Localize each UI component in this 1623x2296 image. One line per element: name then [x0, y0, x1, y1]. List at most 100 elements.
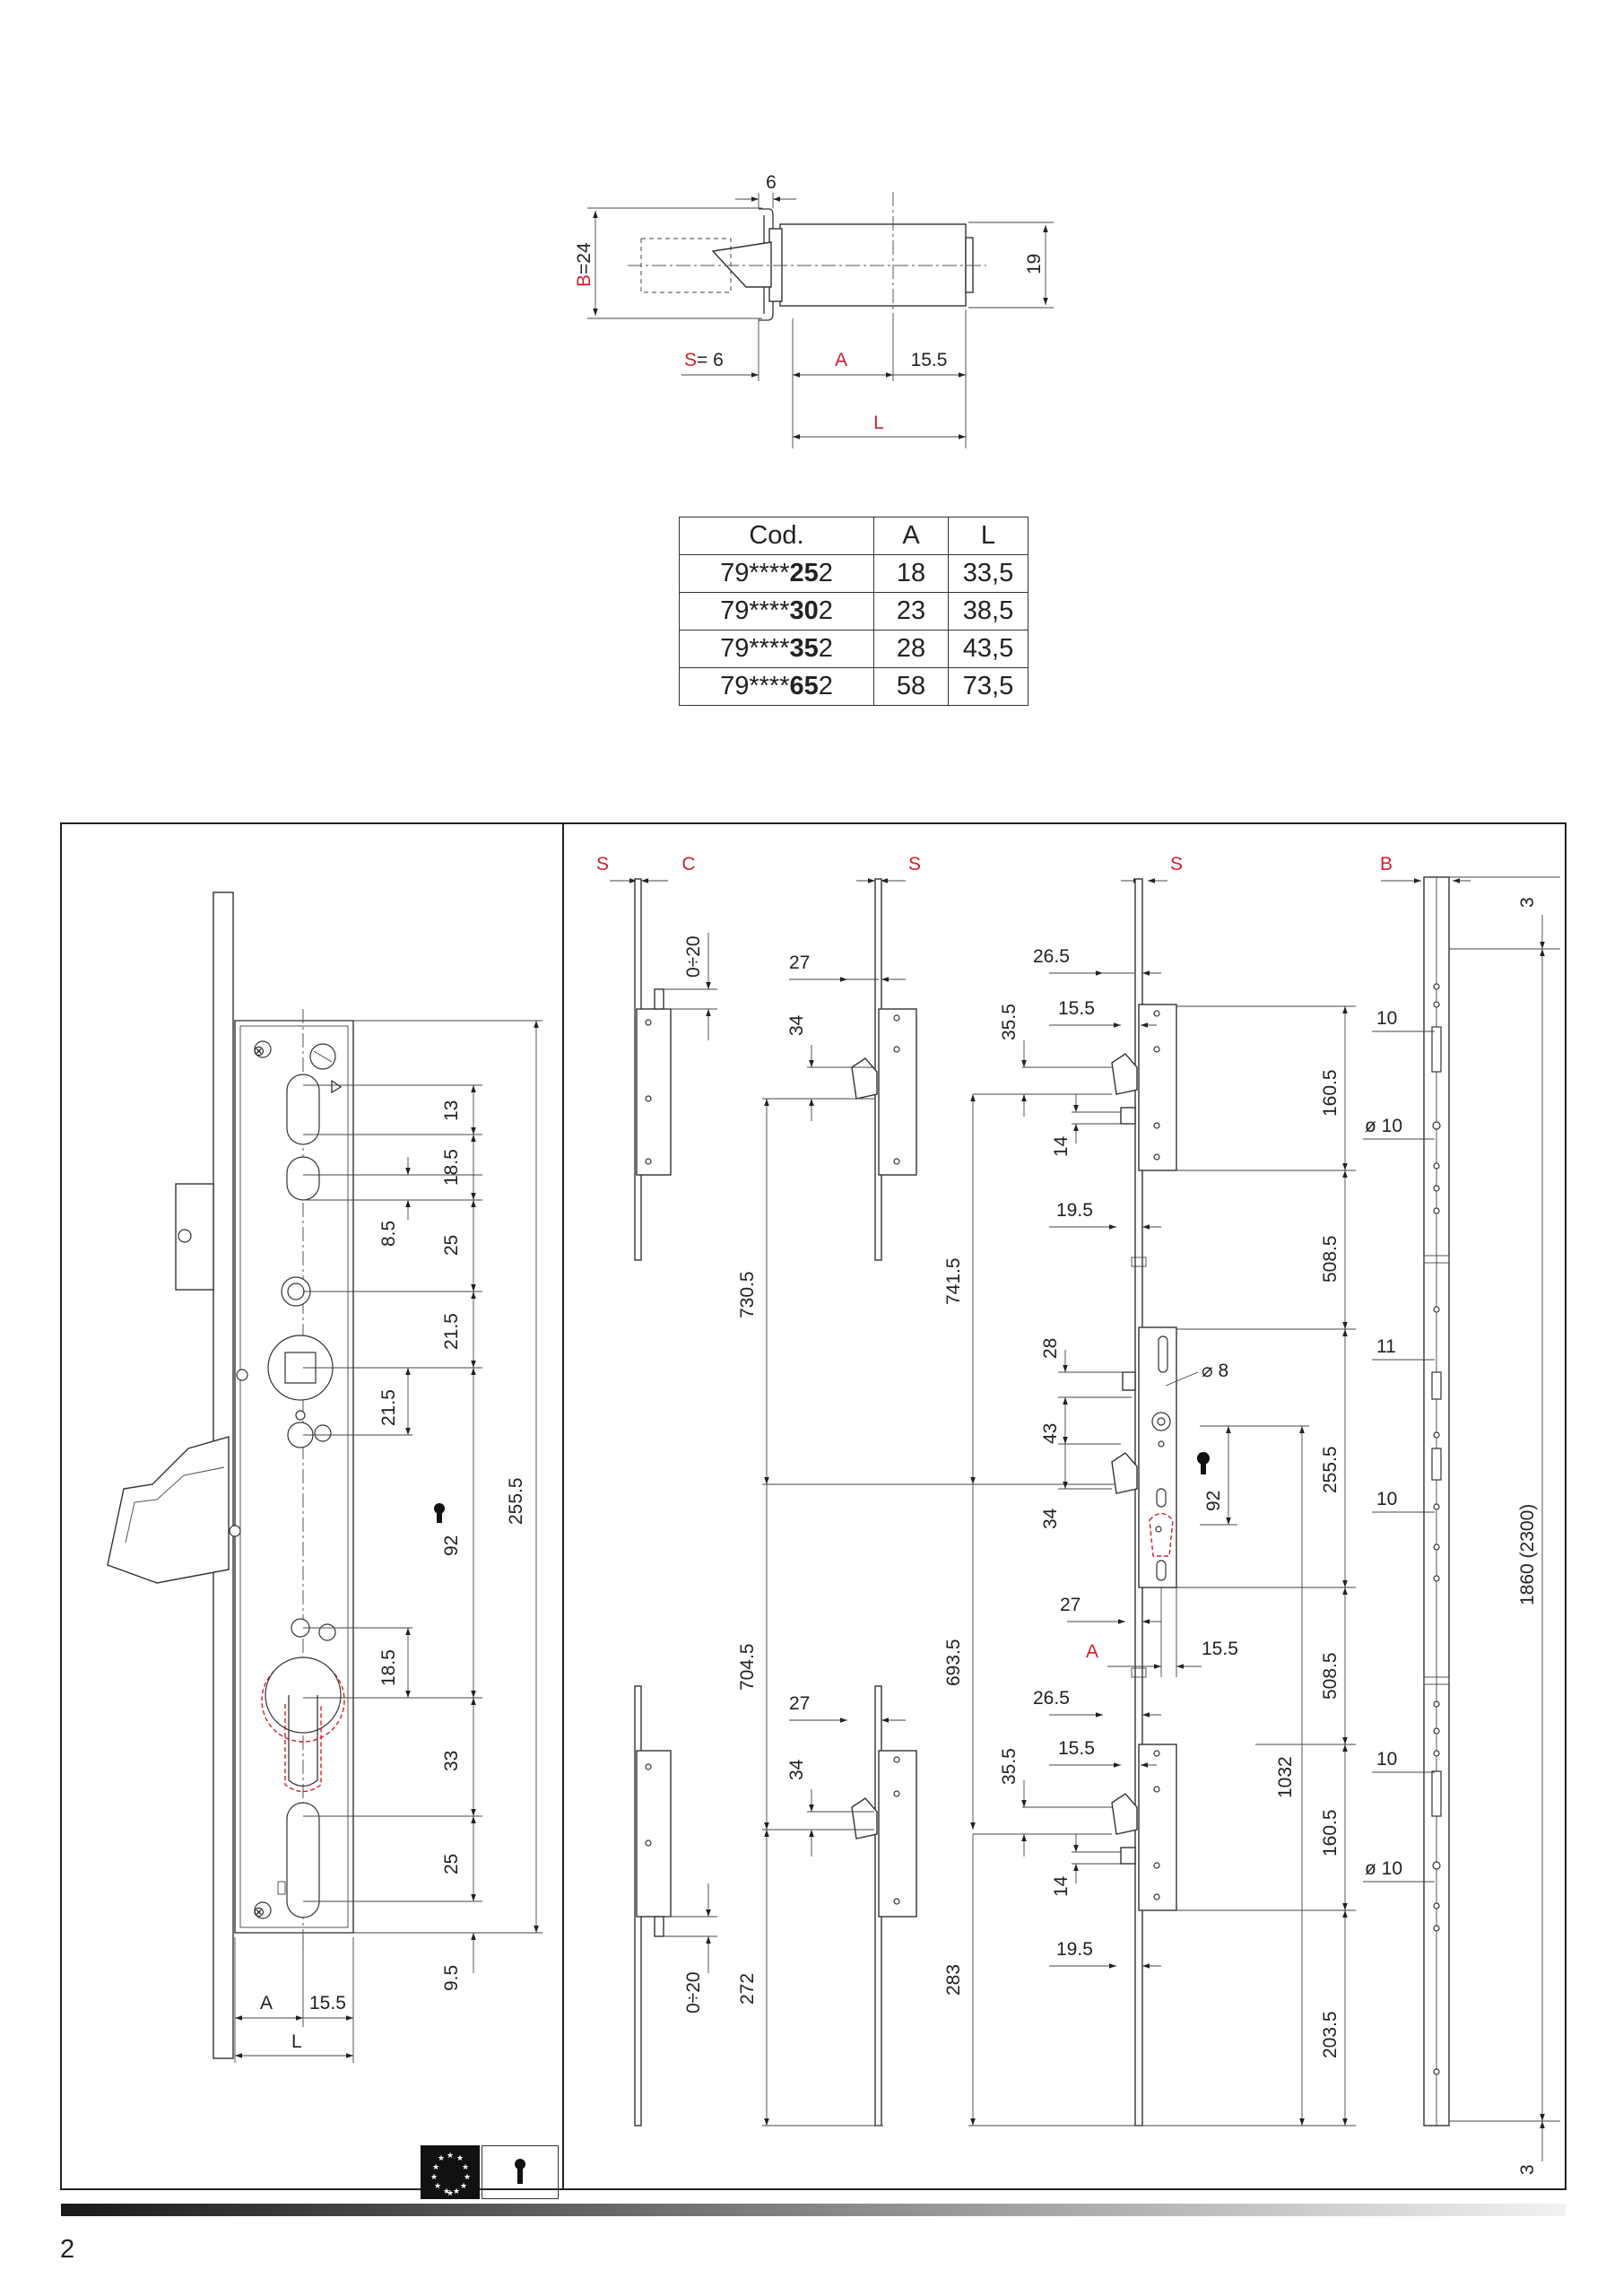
dim-14-top: 14 — [1051, 1135, 1072, 1157]
dim-19-5-bot: 19.5 — [1056, 1939, 1093, 1960]
dim-33: 33 — [441, 1751, 462, 1771]
right-panel-drawings: S C S S B 0÷20 0÷20 — [596, 854, 1560, 2175]
dim-18-5: 18.5 — [441, 1149, 462, 1186]
footer-gradient-bar — [61, 2204, 1566, 2216]
dim-741-5: 741.5 — [943, 1257, 964, 1305]
top-detail-drawing: 6 B=24 19 S= 6 A 15.5 L — [574, 172, 1054, 448]
dim-10-b: 10 — [1376, 1489, 1397, 1509]
dim-15-5-top: 15.5 — [1058, 998, 1095, 1019]
cell-l: 43,5 — [948, 630, 1028, 668]
dim-a: A — [835, 350, 847, 370]
dim-19: 19 — [1024, 254, 1045, 274]
dim-9-5: 9.5 — [441, 1965, 462, 1991]
dim-704-5: 704.5 — [737, 1643, 758, 1691]
dim-92: 92 — [441, 1535, 462, 1556]
dim-19-5-top: 19.5 — [1056, 1200, 1093, 1221]
dim-b24: B=24 — [574, 242, 595, 287]
dim-26-5-top: 26.5 — [1033, 946, 1070, 967]
label-c1: C — [681, 854, 695, 874]
dim-34-bot: 34 — [786, 1759, 807, 1780]
header-a: A — [873, 517, 949, 555]
svg-text:⊗: ⊗ — [253, 1044, 265, 1059]
dim-27-mid: 27 — [1060, 1595, 1081, 1615]
dim-a-left: A — [260, 1993, 273, 2013]
eu-flag-icon: ★★★ ★★★ ★★★ ★★★ — [421, 2145, 480, 2199]
cell-a: 18 — [873, 554, 949, 593]
page-number: 2 — [60, 2235, 75, 2264]
cell-a: 28 — [873, 630, 949, 668]
cell-code: 79****652 — [679, 667, 874, 706]
dim-34-top: 34 — [786, 1014, 807, 1036]
dim-25: 25 — [441, 1235, 462, 1256]
cell-code: 79****302 — [679, 592, 874, 631]
dim-15-5-right: 15.5 — [1202, 1639, 1238, 1659]
dim-11: 11 — [1376, 1336, 1396, 1357]
header-l: L — [948, 517, 1028, 555]
dim-dia-10-top: ø 10 — [1365, 1116, 1402, 1136]
dim-92-right: 92 — [1203, 1491, 1224, 1511]
dim-203-5: 203.5 — [1320, 2011, 1341, 2058]
dim-0-20-bot: 0÷20 — [683, 1971, 704, 2013]
table-header-row: Cod. A L — [679, 517, 1028, 555]
dim-160-5-bot: 160.5 — [1320, 1809, 1341, 1857]
dim-18-5-b: 18.5 — [378, 1649, 399, 1686]
header-cod: Cod. — [679, 517, 874, 555]
dim-35-5-bot: 35.5 — [999, 1748, 1020, 1785]
dim-160-5-top: 160.5 — [1320, 1069, 1341, 1117]
dim-1032: 1032 — [1275, 1756, 1296, 1798]
label-s2: S — [908, 854, 921, 874]
keyhole-icon — [482, 2145, 559, 2199]
table-row: 79****302 23 38,5 — [679, 592, 1028, 631]
dim-15-5: 15.5 — [911, 350, 948, 370]
cell-code: 79****352 — [679, 630, 874, 668]
cell-l: 33,5 — [948, 554, 1028, 593]
dim-43: 43 — [1040, 1423, 1061, 1444]
label-s3: S — [1170, 854, 1183, 874]
dim-21-5: 21.5 — [441, 1313, 462, 1350]
cell-l: 38,5 — [948, 592, 1028, 631]
drawing-frame — [60, 822, 1567, 2190]
dim-27-bot: 27 — [789, 1693, 810, 1714]
dim-10-a: 10 — [1376, 1008, 1397, 1029]
dim-15-5-bot: 15.5 — [1058, 1738, 1095, 1759]
cell-l: 73,5 — [948, 667, 1028, 706]
svg-text:⊗: ⊗ — [253, 1905, 265, 1920]
dim-3-top: 3 — [1517, 897, 1538, 908]
label-s1: S — [596, 854, 609, 874]
dim-21-5-b: 21.5 — [378, 1389, 399, 1426]
dim-6: 6 — [766, 172, 777, 193]
left-panel-lock-drawing: ⊗ ⊗ — [107, 891, 542, 2063]
dim-dia-8: ⌀ 8 — [1202, 1361, 1228, 1381]
cell-code: 79****252 — [679, 554, 874, 593]
cell-a: 23 — [873, 592, 949, 631]
dim-34-mid: 34 — [1040, 1508, 1061, 1529]
label-b1: B — [1380, 854, 1393, 874]
dim-272: 272 — [737, 1973, 758, 2005]
dim-15-5-left: 15.5 — [309, 1993, 346, 2013]
dim-l: L — [873, 413, 884, 433]
dim-255-5: 255.5 — [506, 1477, 526, 1525]
dim-508-5-bot: 508.5 — [1320, 1652, 1341, 1700]
dim-283: 283 — [943, 1964, 964, 1996]
label-a-red: A — [1086, 1641, 1098, 1662]
dim-28: 28 — [1040, 1338, 1061, 1359]
cell-a: 58 — [873, 667, 949, 706]
dim-693-5: 693.5 — [943, 1639, 964, 1686]
dim-l-left: L — [291, 2031, 302, 2052]
dim-0-20-top: 0÷20 — [683, 935, 704, 978]
dim-14-bot: 14 — [1051, 1875, 1072, 1897]
table-row: 79****252 18 33,5 — [679, 554, 1028, 593]
dim-26-5-bot: 26.5 — [1033, 1688, 1070, 1709]
dim-730-5: 730.5 — [737, 1271, 758, 1318]
dim-8-5: 8.5 — [378, 1221, 399, 1247]
dim-dia-10-bot: ø 10 — [1365, 1858, 1402, 1879]
dim-508-5-top: 508.5 — [1320, 1235, 1341, 1283]
table-row: 79****652 58 73,5 — [679, 667, 1028, 706]
code-table: Cod. A L 79****252 18 33,5 79****302 23 … — [679, 517, 1028, 706]
dim-13: 13 — [441, 1100, 462, 1121]
dim-1860-2300: 1860 (2300) — [1517, 1504, 1538, 1605]
dim-35-5-top: 35.5 — [999, 1004, 1020, 1040]
dim-255-5-right: 255.5 — [1320, 1446, 1341, 1493]
table-row: 79****352 28 43,5 — [679, 630, 1028, 668]
